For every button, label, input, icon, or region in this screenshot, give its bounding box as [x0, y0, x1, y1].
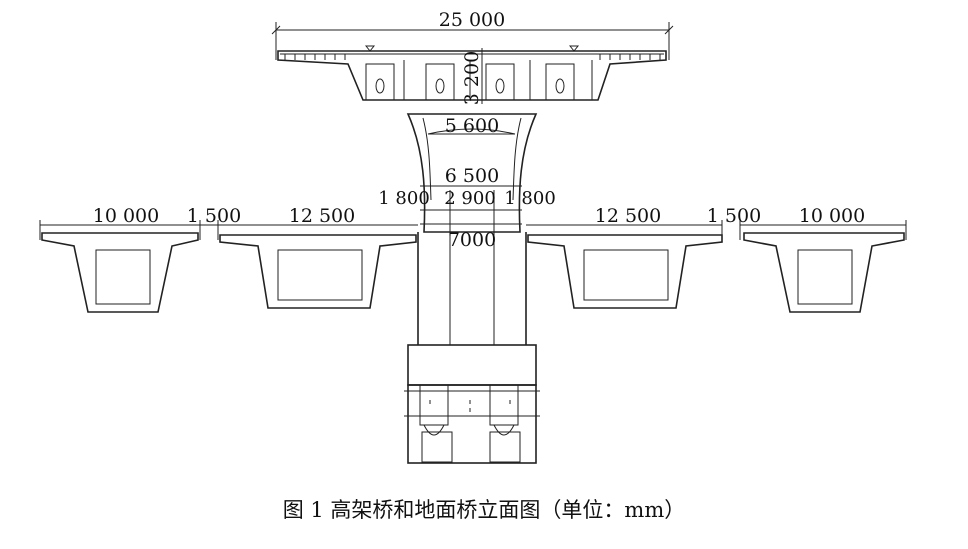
- top-deck-width-label: 25 000: [439, 9, 505, 31]
- right-gap-label: 1 500: [707, 205, 761, 227]
- pier-left-dim-label: 1 800: [378, 188, 430, 209]
- elevated-deck: [271, 22, 674, 104]
- pier-width-label: 6 500: [445, 165, 499, 187]
- pier: [404, 113, 540, 464]
- left-outer-girder-label: 10 000: [93, 205, 159, 227]
- pier-base-width-label: 7000: [448, 229, 496, 251]
- figure-caption: 图 1 高架桥和地面桥立面图（单位：mm）: [282, 498, 686, 522]
- ground-girder-left-outer: [39, 220, 200, 313]
- ground-girder-right-outer: [739, 220, 907, 313]
- deck-stiffeners: [284, 54, 661, 60]
- pier-right-dim-label: 1 800: [504, 188, 556, 209]
- right-outer-girder-label: 10 000: [799, 205, 865, 227]
- pier-mid-dim-label: 2 900: [444, 188, 496, 209]
- left-inner-girder-label: 12 500: [289, 205, 355, 227]
- deck-depth-label: 3 200: [461, 51, 483, 105]
- right-inner-girder-label: 12 500: [595, 205, 661, 227]
- ground-girder-right-inner: [526, 220, 723, 309]
- pier-top-width-label: 5 600: [445, 115, 499, 137]
- left-gap-label: 1 500: [187, 205, 241, 227]
- ground-girder-left-inner: [199, 220, 418, 309]
